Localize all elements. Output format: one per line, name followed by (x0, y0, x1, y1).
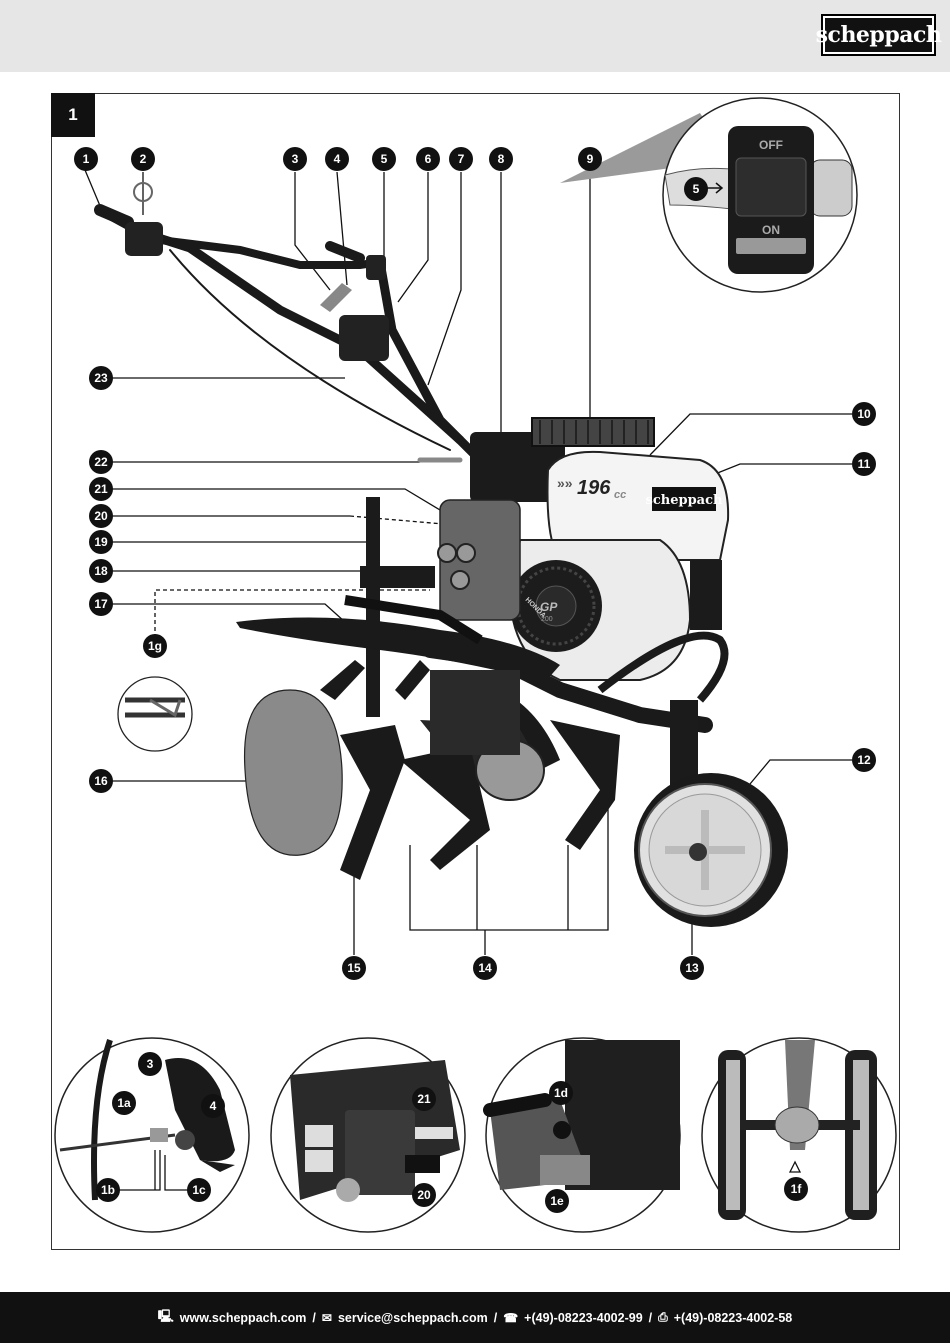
scheppach-logo: scheppach (816, 14, 942, 56)
callout-23: 23 (89, 366, 113, 390)
front-guard (597, 631, 729, 703)
svg-text:OFF: OFF (759, 138, 783, 152)
callout-11: 11 (852, 452, 876, 476)
svg-text:scheppach: scheppach (646, 493, 723, 508)
callout-inset-5: 5 (684, 177, 708, 201)
inset-a-callout-1b: 1b (96, 1178, 120, 1202)
computer-icon: 🖳 (157, 1309, 174, 1323)
callout-10: 10 (852, 402, 876, 426)
callout-19: 19 (89, 530, 113, 554)
callout-9: 9 (578, 147, 602, 171)
switch-housing (366, 255, 386, 280)
callout-2: 2 (131, 147, 155, 171)
inset-c (483, 1037, 681, 1233)
fax-icon: ⎙ (658, 1310, 668, 1324)
callout-20: 20 (89, 504, 113, 528)
inset-b-callout-20: 20 (412, 1183, 436, 1207)
figure-frame (51, 93, 900, 1250)
callout-12: 12 (852, 748, 876, 772)
footer-separator-1: / (312, 1310, 316, 1325)
inset-1g (117, 676, 193, 752)
callout-6: 6 (416, 147, 440, 171)
callout-21: 21 (89, 477, 113, 501)
inset-c-callout-1d: 1d (549, 1081, 573, 1105)
callout-8: 8 (489, 147, 513, 171)
svg-text:196: 196 (577, 477, 611, 499)
callout-18: 18 (89, 559, 113, 583)
inset-d (701, 1037, 897, 1233)
protective-fender (236, 617, 560, 682)
depth-stop-bracket (360, 566, 435, 588)
svg-text:cc: cc (614, 489, 626, 501)
svg-text:ON: ON (762, 223, 780, 237)
callout-5: 5 (372, 147, 396, 171)
clutch-cable (133, 182, 153, 202)
callout-15: 15 (342, 956, 366, 980)
engine: scheppach »» 196 cc HONDA GP 200 (437, 417, 730, 681)
svg-text:GP: GP (540, 600, 558, 614)
inset-a-callout-1a: 1a (112, 1091, 136, 1115)
inset-a-callout-3: 3 (138, 1052, 162, 1076)
svg-text:»»: »» (557, 475, 573, 491)
side-protection-disc (243, 689, 343, 856)
header-bar (0, 0, 950, 72)
inset-b (270, 1037, 466, 1233)
email-icon: ✉ (321, 1310, 332, 1325)
callout-17: 17 (89, 592, 113, 616)
footer-fax: +(49)-08223-4002-58 (673, 1310, 793, 1325)
phone-icon: ☎ (503, 1310, 519, 1325)
callout-22: 22 (89, 450, 113, 474)
switch-inset: OFF ON (560, 97, 858, 293)
callout-13: 13 (680, 956, 704, 980)
inset-a-callout-4: 4 (201, 1094, 225, 1118)
footer-phone: +(49)-08223-4002-99 (524, 1310, 643, 1325)
transport-wheel (634, 773, 788, 927)
frame-bar (422, 642, 713, 733)
inset-c-callout-1e: 1e (545, 1189, 569, 1213)
callout-4: 4 (325, 147, 349, 171)
callout-7: 7 (449, 147, 473, 171)
callout-1g: 1g (143, 634, 167, 658)
callout-14: 14 (473, 956, 497, 980)
footer-separator-3: / (648, 1310, 653, 1325)
footer-web[interactable]: www.scheppach.com (179, 1310, 307, 1325)
footer-separator-2: / (493, 1310, 498, 1325)
callout-16: 16 (89, 769, 113, 793)
throttle-lever (320, 283, 352, 312)
left-grip-lever (125, 222, 163, 256)
gear-lever-housing (339, 315, 389, 361)
inset-a-callout-1c: 1c (187, 1178, 211, 1202)
inset-d-callout-1f: 1f (784, 1177, 808, 1201)
svg-text:200: 200 (541, 616, 553, 623)
footer-email[interactable]: service@scheppach.com (337, 1310, 488, 1325)
footer-contact-bar: 🖳 www.scheppach.com / ✉ service@scheppac… (0, 1292, 950, 1343)
callout-1: 1 (74, 147, 98, 171)
callout-3: 3 (283, 147, 307, 171)
gearbox-column (430, 670, 520, 755)
inset-b-callout-21: 21 (412, 1087, 436, 1111)
figure-number: 1 (51, 93, 95, 137)
